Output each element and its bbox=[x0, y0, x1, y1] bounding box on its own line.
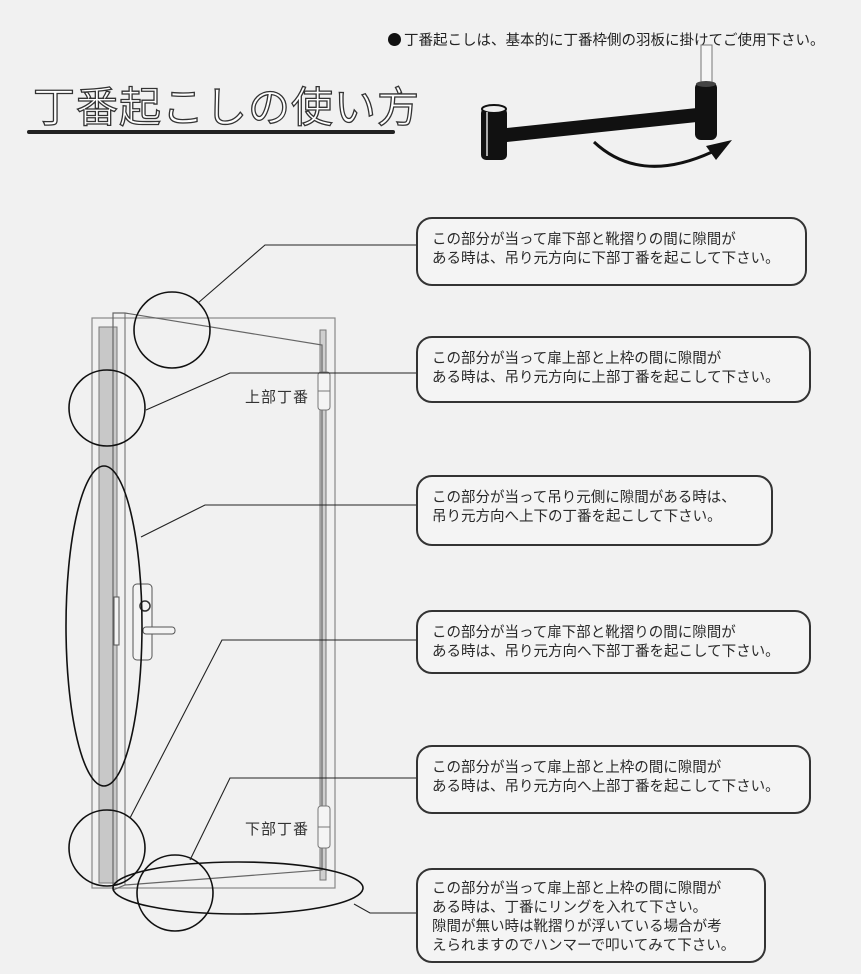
usage-note-text: 丁番起こしは、基本的に丁番枠側の羽板に掛けてご使用下さい。 bbox=[404, 33, 825, 49]
door-frame bbox=[91, 317, 336, 889]
callout-circle-1 bbox=[133, 291, 211, 369]
usage-note: 丁番起こしは、基本的に丁番枠側の羽板に掛けてご使用下さい。 bbox=[388, 29, 825, 50]
callout-line: この部分が当って扉上部と上枠の間に隙間が bbox=[432, 760, 722, 776]
callout-line: ある時は、吊り元方向に上部丁番を起こして下さい。 bbox=[432, 370, 780, 386]
hinge-tool-illustration bbox=[481, 44, 732, 168]
callout-line: えられますのでハンマーで叩いてみて下さい。 bbox=[432, 938, 736, 954]
callout-circle-2 bbox=[68, 369, 146, 447]
callout-box-2: この部分が当って扉上部と上枠の間に隙間が ある時は、吊り元方向に上部丁番を起こし… bbox=[416, 336, 811, 403]
callout-line: この部分が当って吊り元側に隙間がある時は、 bbox=[432, 490, 736, 506]
rotate-arrow-icon bbox=[592, 140, 713, 168]
callout-box-5: この部分が当って扉上部と上枠の間に隙間が ある時は、吊り元方向へ上部丁番を起こし… bbox=[416, 745, 811, 814]
title-underline bbox=[27, 130, 395, 134]
callout-line: この部分が当って扉上部と上枠の間に隙間が bbox=[432, 351, 722, 367]
page-title: 丁番起こしの使い方 bbox=[32, 82, 421, 132]
callout-ellipse-3 bbox=[65, 465, 143, 787]
lower-hinge-label: 下部丁番 bbox=[245, 820, 310, 838]
callout-circle-5 bbox=[136, 854, 214, 932]
callout-box-1: この部分が当って扉下部と靴摺りの間に隙間が ある時は、吊り元方向に下部丁番を起こ… bbox=[416, 217, 807, 286]
door-lock bbox=[113, 583, 176, 661]
callout-box-3: この部分が当って吊り元側に隙間がある時は、 吊り元方向へ上下の丁番を起こして下さ… bbox=[416, 475, 773, 546]
callout-line: この部分が当って扉下部と靴摺りの間に隙間が bbox=[432, 232, 736, 248]
callout-line: この部分が当って扉下部と靴摺りの間に隙間が bbox=[432, 625, 736, 641]
callout-line: ある時は、吊り元方向に下部丁番を起こして下さい。 bbox=[432, 251, 780, 267]
callout-circle-4 bbox=[68, 809, 146, 887]
callout-line: ある時は、吊り元方向へ上部丁番を起こして下さい。 bbox=[432, 779, 780, 795]
callout-line: ある時は、吊り元方向へ下部丁番を起こして下さい。 bbox=[432, 644, 780, 660]
callout-line: この部分が当って扉上部と上枠の間に隙間が bbox=[432, 881, 722, 897]
callout-line: 吊り元方向へ上下の丁番を起こして下さい。 bbox=[432, 509, 722, 525]
callout-box-4: この部分が当って扉下部と靴摺りの間に隙間が ある時は、吊り元方向へ下部丁番を起こ… bbox=[416, 610, 811, 674]
callout-ellipse-6 bbox=[112, 861, 364, 915]
callout-box-6: この部分が当って扉上部と上枠の間に隙間が ある時は、丁番にリングを入れて下さい。… bbox=[416, 868, 766, 963]
callout-line: ある時は、丁番にリングを入れて下さい。 bbox=[432, 900, 708, 916]
callout-line: 隙間が無い時は靴摺りが浮いている場合が考 bbox=[432, 919, 722, 935]
upper-hinge-label: 上部丁番 bbox=[245, 388, 310, 406]
bullet-icon bbox=[388, 33, 401, 46]
